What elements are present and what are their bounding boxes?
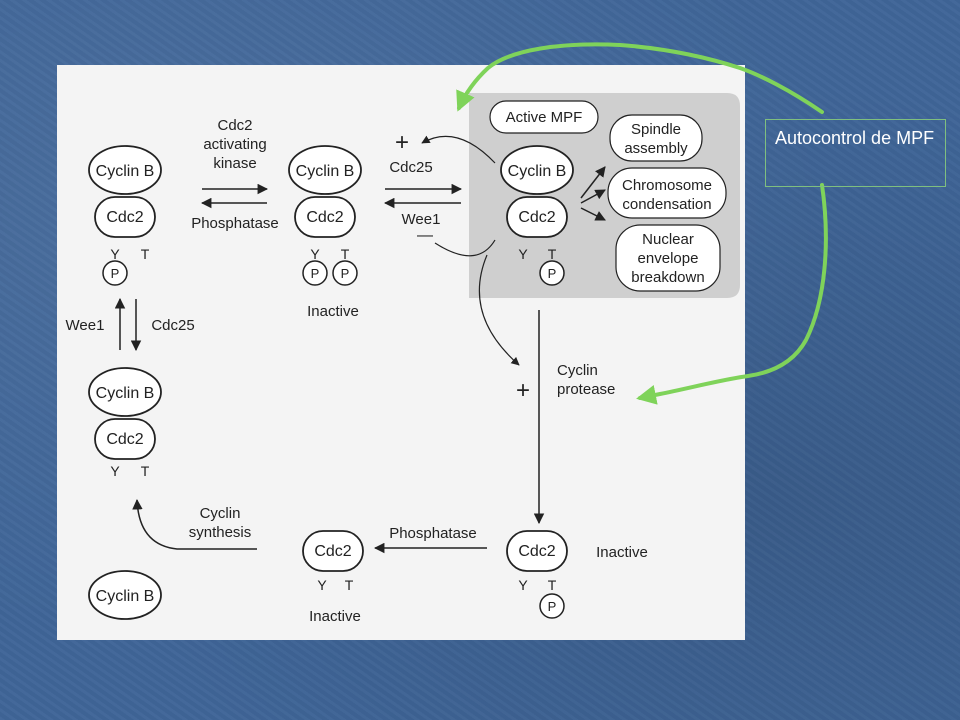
wee1-label-top: Wee1 [402, 211, 441, 228]
svg-text:Y: Y [317, 577, 327, 593]
inactive-label-top: Inactive [307, 303, 359, 320]
svg-text:P: P [548, 599, 557, 614]
svg-text:T: T [141, 463, 150, 479]
inactive-label-right: Inactive [596, 544, 648, 561]
phosphatase-label-bottom: Phosphatase [389, 525, 477, 542]
inactive-label-bottom: Inactive [309, 608, 361, 625]
svg-text:Cyclin B: Cyclin B [508, 163, 567, 180]
cyclin-protease-line1: Cyclin [557, 362, 598, 379]
svg-text:Cyclin B: Cyclin B [296, 163, 355, 180]
t-label: T [141, 246, 150, 262]
complex-cyclinb-cdc2-double-phosphorylated: Cyclin B Cdc2 Y T P P Inactive [288, 145, 362, 320]
cdc25-label-left: Cdc25 [151, 317, 194, 334]
cdc2-label: Cdc2 [106, 209, 143, 226]
cdc2-activating-kinase-line3: kinase [213, 155, 256, 172]
cdc2-activating-kinase-line2: activating [203, 136, 266, 153]
svg-text:envelope: envelope [638, 250, 699, 267]
diagram-svg: Cyclin B Cdc2 Y T P Cdc2 activating kina… [66, 93, 740, 625]
active-mpf-label: Active MPF [506, 109, 583, 126]
green-arrow-to-protease [636, 183, 828, 405]
cyclin-synthesis-line2: synthesis [189, 524, 252, 541]
svg-text:T: T [548, 246, 557, 262]
effect-chromosome-condensation: Chromosome condensation [607, 167, 727, 219]
minus-sign-wee1: — [417, 227, 433, 244]
svg-text:Cdc2: Cdc2 [518, 209, 555, 226]
autocontrol-callout: Autocontrol de MPF [765, 119, 946, 187]
svg-text:P: P [341, 266, 350, 281]
svg-text:T: T [548, 577, 557, 593]
svg-text:Cdc2: Cdc2 [306, 209, 343, 226]
svg-text:Spindle: Spindle [631, 121, 681, 138]
svg-text:Cyclin B: Cyclin B [96, 385, 155, 402]
svg-text:Y: Y [310, 246, 320, 262]
svg-text:P: P [548, 266, 557, 281]
complex-cdc2-phosphorylated-inactive: Cdc2 Y T P Inactive [506, 530, 648, 619]
wee1-label-left: Wee1 [66, 317, 105, 334]
cdc2-activating-kinase-line1: Cdc2 [217, 117, 252, 134]
svg-text:P: P [311, 266, 320, 281]
effect-nuclear-envelope-breakdown: Nuclear envelope breakdown [615, 224, 721, 292]
cdc25-label-top: Cdc25 [389, 159, 432, 176]
svg-text:Chromosome: Chromosome [622, 177, 712, 194]
complex-cyclinb-free: Cyclin B [88, 570, 162, 620]
svg-text:Nuclear: Nuclear [642, 231, 694, 248]
svg-text:breakdown: breakdown [631, 269, 704, 286]
y-label: Y [110, 246, 120, 262]
complex-cyclinb-cdc2-unphosphorylated: Cyclin B Cdc2 Y T [88, 367, 162, 479]
svg-text:Cdc2: Cdc2 [106, 431, 143, 448]
green-arrow-to-cdc25 [456, 42, 824, 114]
plus-sign-cdc25: + [395, 129, 409, 156]
mpf-regulation-diagram: Cyclin B Cdc2 Y T P Cdc2 activating kina… [57, 65, 745, 640]
cyclin-b-label: Cyclin B [96, 163, 155, 180]
complex-cyclinb-cdc2-y-phosphorylated: Cyclin B Cdc2 Y T P [88, 145, 162, 286]
cyclin-protease-line2: protease [557, 381, 615, 398]
effect-spindle-assembly: Spindle assembly [609, 114, 703, 162]
phosphatase-label-top: Phosphatase [191, 215, 279, 232]
svg-text:Cdc2: Cdc2 [518, 543, 555, 560]
svg-text:Cyclin B: Cyclin B [96, 588, 155, 605]
plus-sign-protease: + [516, 377, 530, 404]
svg-text:T: T [341, 246, 350, 262]
cyclin-synthesis-line1: Cyclin [200, 505, 241, 522]
svg-text:assembly: assembly [624, 140, 688, 157]
svg-text:condensation: condensation [622, 196, 711, 213]
complex-active-mpf: Active MPF Cyclin B Cdc2 Y T P [489, 100, 599, 286]
complex-cdc2-free-inactive: Cdc2 Y T Inactive [302, 530, 364, 625]
svg-text:Y: Y [110, 463, 120, 479]
phosphate-label: P [111, 266, 120, 281]
svg-text:Y: Y [518, 577, 528, 593]
svg-text:Cdc2: Cdc2 [314, 543, 351, 560]
svg-text:Y: Y [518, 246, 528, 262]
svg-text:T: T [345, 577, 354, 593]
